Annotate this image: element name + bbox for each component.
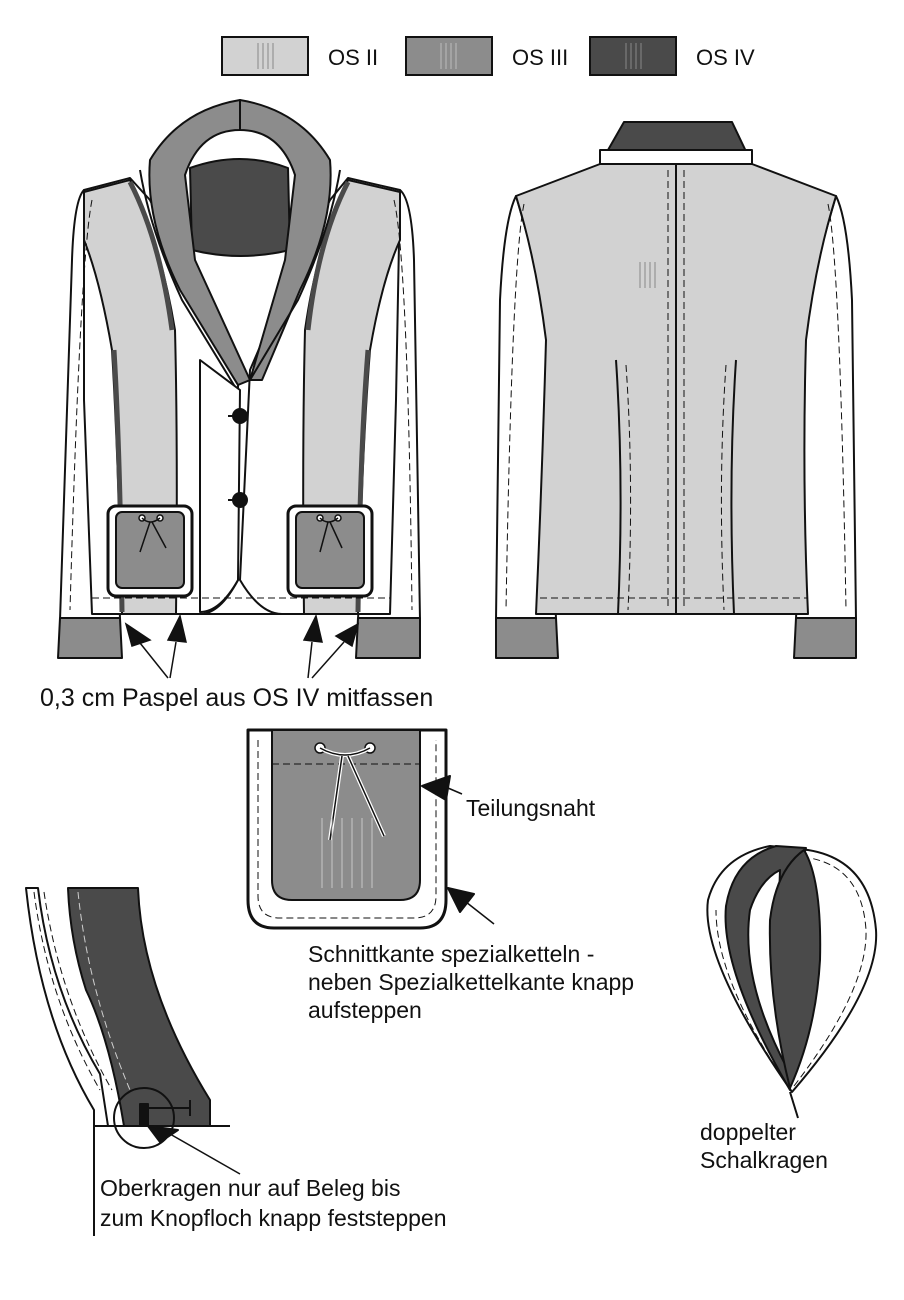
legend-item-os2: OS II [221,36,378,76]
shawl-stitch [793,857,867,1087]
legend-swatch-os2 [221,36,309,76]
arrow-pointer-icon [302,613,323,643]
front-right-cuff [355,617,421,659]
front-sleeve-stitch [69,199,93,611]
front-right-pocket [286,504,374,598]
jacket-front-view [57,99,421,659]
shawl-stitch [715,909,789,1087]
stripe-swatch-icon [321,818,373,888]
front-left-cuff [57,617,123,659]
back-princess-stitch [720,364,727,611]
back-princess-seam [730,359,737,615]
legend-item-os3: OS III [405,36,568,76]
back-princess-stitch [625,364,632,611]
buttonhole-mark [139,1103,149,1127]
pocket-detail [246,728,495,930]
shawl-collar-detail [706,845,878,1119]
collar-detail-stitch [43,891,113,1091]
edge-annotation-line3: aufsteppen [308,997,422,1023]
collar-detail-stitch [33,891,101,1091]
legend-item-os4: OS IV [589,36,755,76]
legend: OS II OS III OS IV [221,36,755,76]
back-princess-seam [615,359,622,615]
shawl-center-os4 [768,849,822,1089]
front-left-piping-top [127,180,175,331]
arrow-pointer-icon [447,887,475,913]
edge-annotation-line1: Schnittkante spezialketteln - [308,941,594,967]
drawstring-icon [138,514,167,553]
pocket-edge-stitch [257,740,437,919]
edge-annotation-line2: neben Spezialkettelkante knapp [308,969,634,995]
collar-detail-callout-circle [113,1087,175,1149]
front-collar-left [148,99,251,386]
legend-swatch-os3 [405,36,493,76]
stripe-swatch-icon [625,43,642,69]
arrow-pointer-icon [147,1125,179,1143]
front-inner-collar [189,158,291,257]
legend-label-os2: OS II [328,45,378,70]
piping-pointers [124,613,360,679]
collar-annotation-line1: Oberkragen nur auf Beleg bis [100,1175,400,1201]
collar-detail-stitch [77,891,131,1091]
front-collar-edge-right [249,169,341,381]
collar-annotation-line2: zum Knopfloch knapp feststeppen [100,1205,447,1231]
back-collar-band [599,149,753,165]
stripe-swatch-icon [440,43,457,69]
front-center-facing [199,359,241,613]
arrow-pointer-icon [334,622,360,648]
stripe-swatch-icon [257,43,274,69]
button-icon [228,492,248,508]
shawl-annotation-line2: Schalkragen [700,1147,828,1173]
piping-annotation: 0,3 cm Paspel aus OS IV mitfassen [40,684,433,712]
front-left-pocket [106,504,194,598]
stripe-swatch-icon [639,262,656,288]
legend-label-os4: OS IV [696,45,755,70]
arrow-pointer-icon [124,622,152,647]
shawl-annotation-line1: doppelter [700,1119,796,1145]
drawstring-icon [316,514,343,553]
collar-detail [25,887,241,1236]
collar-detail-upper-os4 [67,887,211,1127]
legend-swatch-os4 [589,36,677,76]
front-right-piping-top [305,180,351,331]
front-collar-edge-left [139,169,241,396]
button-icon [228,408,248,424]
front-sleeve-stitch [393,199,413,611]
jacket-back-view [495,121,857,659]
legend-label-os3: OS III [512,45,568,70]
arrow-pointer-icon [166,613,187,643]
back-right-cuff [793,617,857,659]
back-left-cuff [495,617,559,659]
front-collar-right [239,99,332,381]
seam-annotation: Teilungsnaht [466,795,596,821]
pocket-inner-os3 [271,729,421,901]
